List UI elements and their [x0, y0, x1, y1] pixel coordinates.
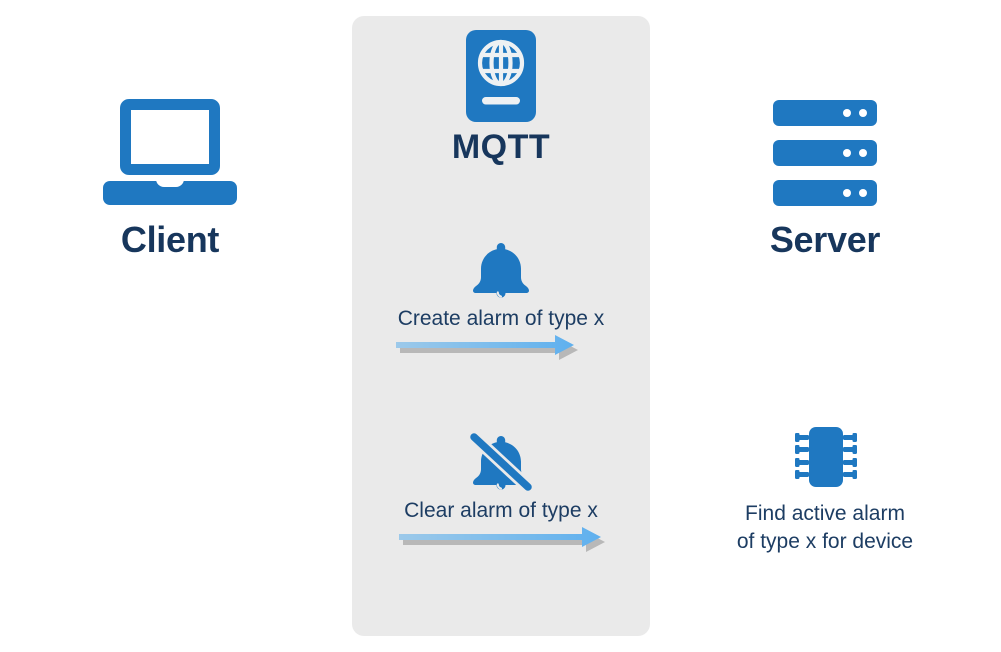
- client-label: Client: [120, 219, 220, 260]
- device-caption-line1: Find active alarm: [745, 502, 905, 525]
- clear-alarm-label: Clear alarm of type x: [404, 499, 598, 522]
- arrow-right-icon: [352, 334, 650, 360]
- server-bay: [773, 180, 877, 206]
- bell-off-icon: [466, 430, 536, 494]
- device-caption-line2: of type x for device: [736, 530, 914, 554]
- server-bay: [773, 100, 877, 126]
- server-led: [859, 149, 867, 157]
- create-alarm-label: Create alarm of type x: [397, 307, 605, 330]
- mqtt-label: MQTT: [451, 128, 551, 166]
- laptop-notch: [156, 178, 184, 187]
- laptop-icon: [103, 99, 237, 205]
- server-led: [859, 109, 867, 117]
- laptop-screen: [120, 99, 220, 175]
- globe-book-icon: [466, 30, 536, 122]
- arrow-right-icon: [352, 526, 650, 552]
- server-bay: [773, 140, 877, 166]
- bell-icon: [471, 241, 531, 299]
- server-label: Server: [769, 219, 881, 260]
- server-led: [859, 189, 867, 197]
- server-led: [843, 109, 851, 117]
- device-caption: Find active alarm of type x for device: [700, 500, 950, 557]
- server-led: [843, 189, 851, 197]
- server-rack-icon: [773, 100, 877, 206]
- server-led: [843, 149, 851, 157]
- microchip-icon: [793, 424, 859, 490]
